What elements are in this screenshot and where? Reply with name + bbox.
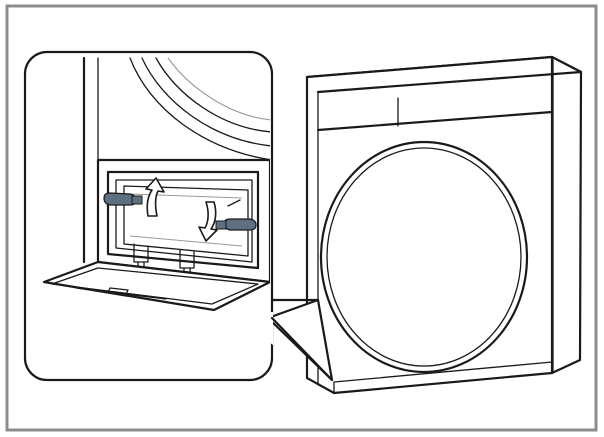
right-twist-lock-lever (215, 218, 257, 231)
open-maintenance-flap (42, 260, 270, 312)
dryer-door (319, 140, 529, 374)
figure-frame (5, 4, 598, 432)
curved-arrow-down-icon (198, 199, 241, 242)
left-twist-lock-lever (103, 192, 143, 206)
callout-content (42, 56, 270, 312)
tumble-dryer (305, 55, 583, 395)
curved-arrow-up-icon (145, 177, 165, 217)
